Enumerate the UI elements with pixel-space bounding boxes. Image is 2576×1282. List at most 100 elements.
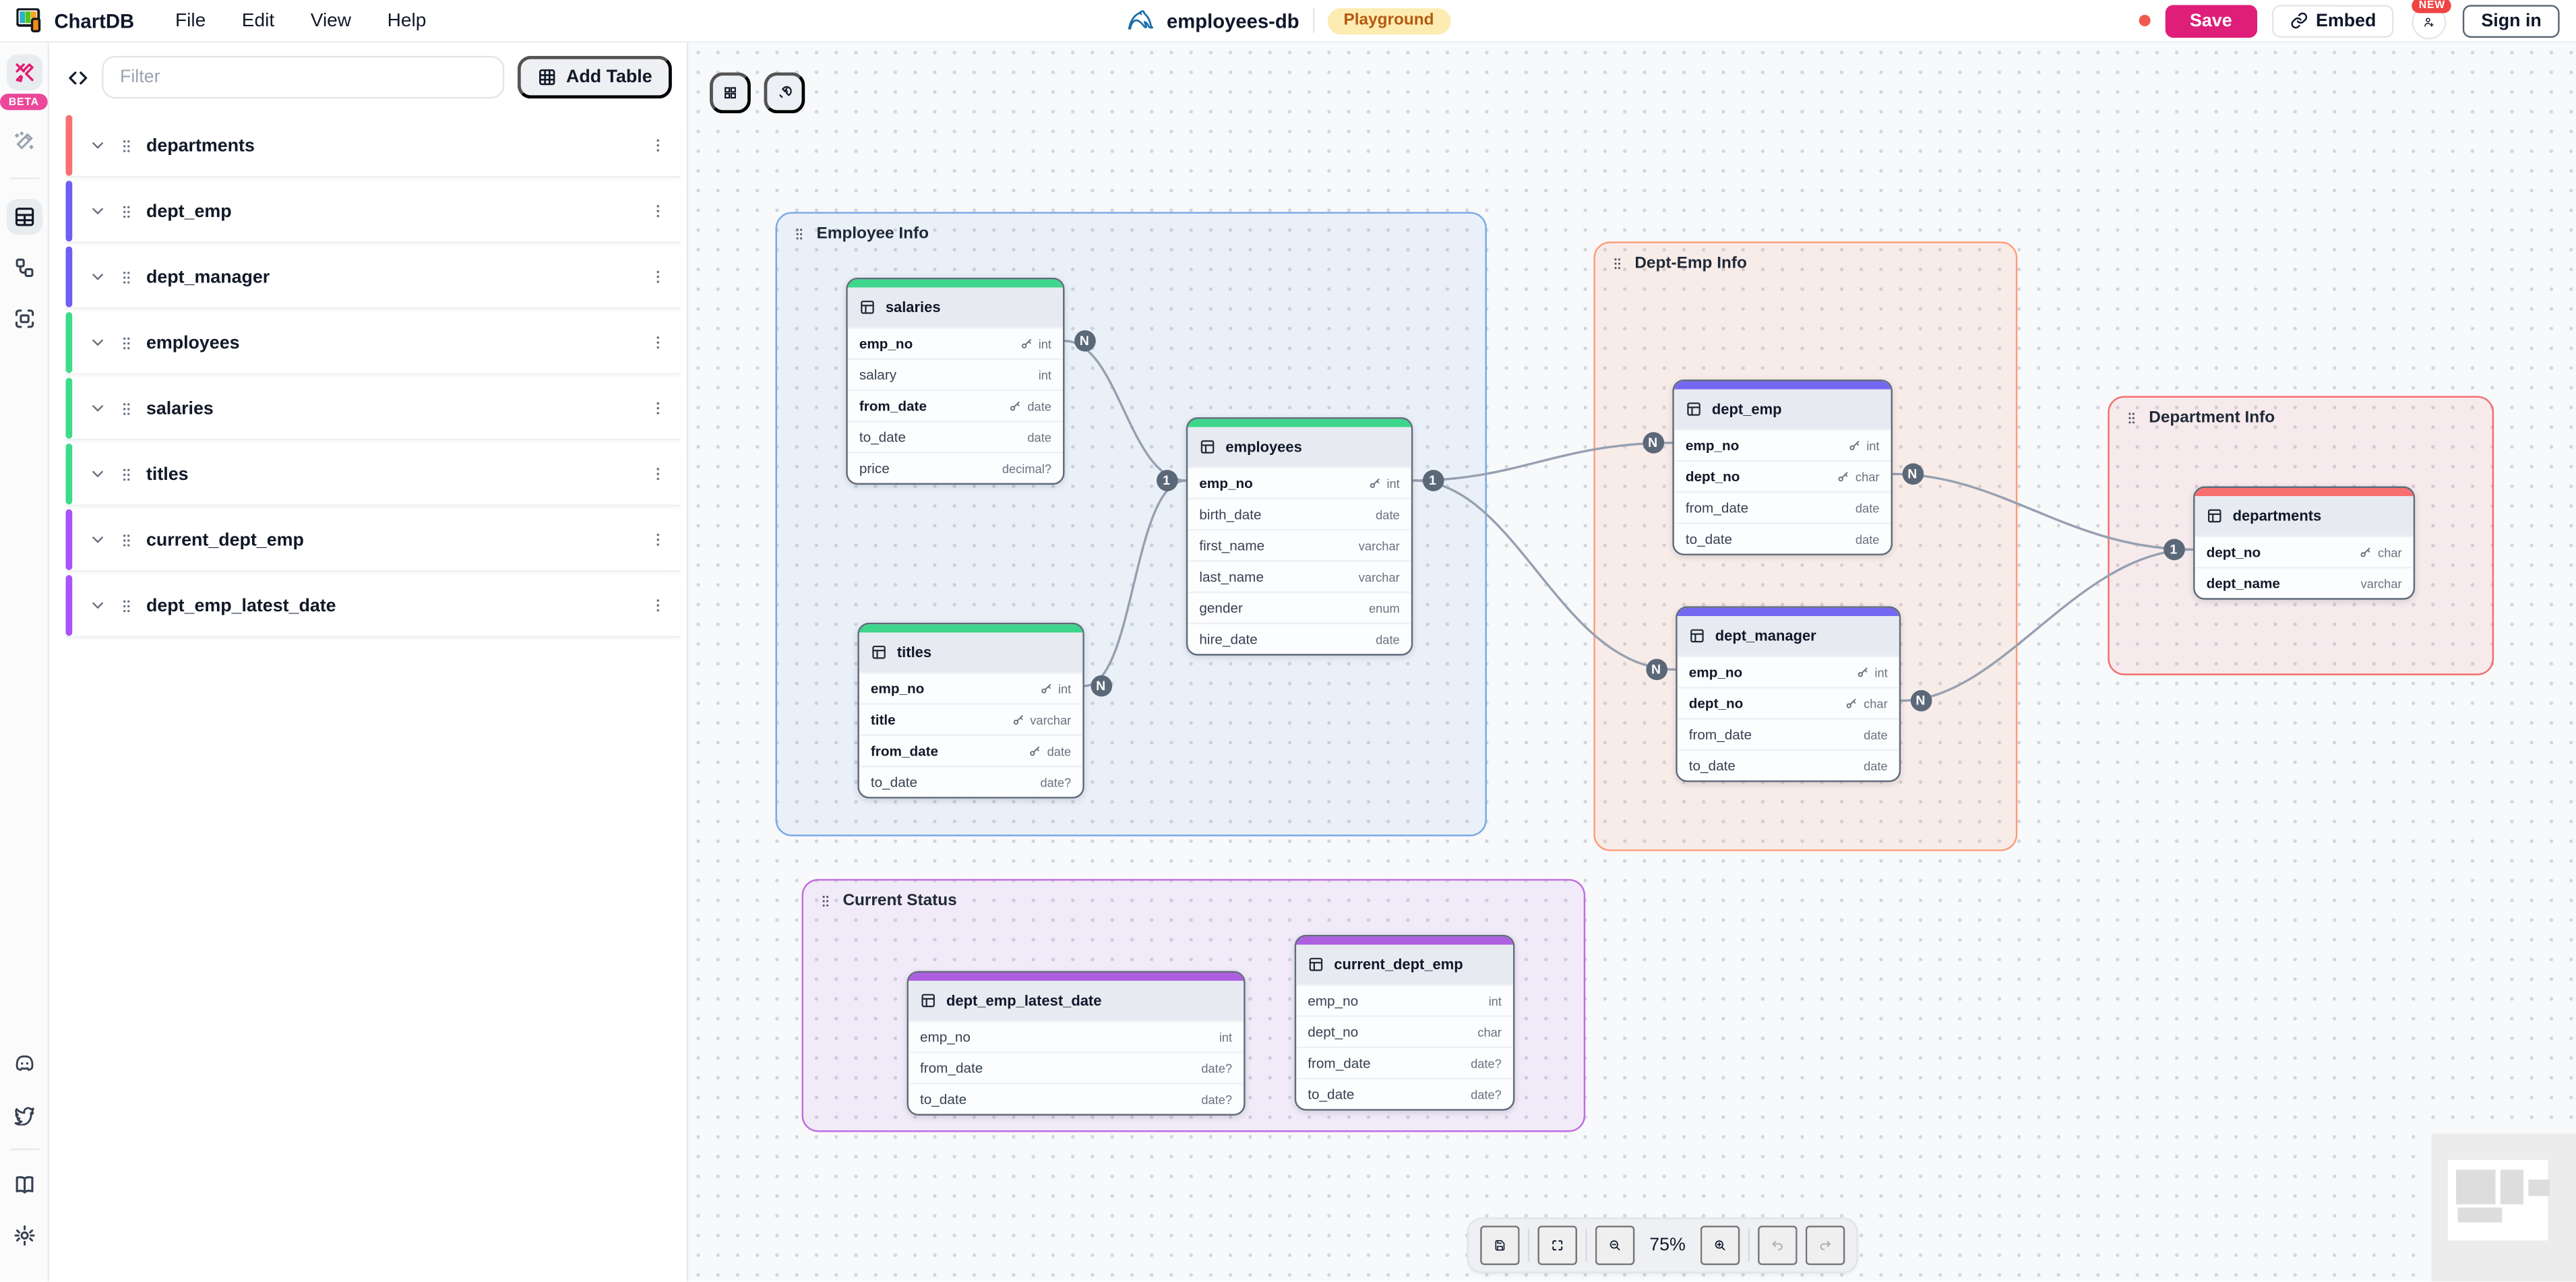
- table-menu-button[interactable]: [646, 199, 671, 224]
- snap-magnet-button[interactable]: [764, 72, 805, 114]
- drag-handle-icon[interactable]: [119, 334, 135, 350]
- save-diagram-button[interactable]: [1480, 1225, 1520, 1265]
- table-menu-button[interactable]: [646, 527, 671, 552]
- table-header[interactable]: salaries: [847, 287, 1064, 328]
- table-menu-button[interactable]: [646, 133, 671, 158]
- discord-icon[interactable]: [6, 1045, 42, 1081]
- drag-handle-icon[interactable]: [2124, 410, 2139, 425]
- sidebar-item-salaries[interactable]: salaries: [65, 377, 681, 441]
- side-icon-rail: BETA: [0, 42, 50, 1282]
- area-header[interactable]: Department Info: [2110, 398, 2492, 439]
- areas-panel-icon[interactable]: [6, 301, 42, 337]
- table-header[interactable]: dept_manager: [1677, 616, 1899, 656]
- settings-gear-icon[interactable]: [6, 1217, 42, 1254]
- reorder-tables-button[interactable]: [710, 72, 751, 114]
- chevron-down-icon[interactable]: [89, 202, 107, 220]
- drag-handle-icon[interactable]: [792, 226, 807, 241]
- magic-wand-icon[interactable]: [6, 123, 42, 160]
- sidebar-item-dept_emp_latest_date[interactable]: dept_emp_latest_date: [65, 575, 681, 638]
- table-menu-button[interactable]: [646, 593, 671, 618]
- redo-button[interactable]: [1805, 1225, 1845, 1265]
- chevron-down-icon[interactable]: [89, 136, 107, 154]
- drag-handle-icon[interactable]: [119, 466, 135, 482]
- drag-handle-icon[interactable]: [119, 597, 135, 613]
- field-name: from_date: [870, 742, 939, 760]
- menu-view[interactable]: View: [310, 10, 352, 31]
- table-header[interactable]: employees: [1188, 427, 1411, 467]
- menu-help[interactable]: Help: [387, 10, 427, 31]
- sidebar-item-dept_manager[interactable]: dept_manager: [65, 246, 681, 309]
- chevron-down-icon[interactable]: [89, 597, 107, 615]
- minimap[interactable]: [2431, 1133, 2576, 1282]
- drag-handle-icon[interactable]: [119, 203, 135, 219]
- zoom-level[interactable]: 75%: [1649, 1235, 1686, 1256]
- field-type: char: [1477, 1024, 1502, 1039]
- cardinality-badge: N: [1073, 330, 1095, 352]
- twitter-icon[interactable]: [6, 1096, 42, 1132]
- zoom-out-button[interactable]: [1595, 1225, 1635, 1265]
- sidebar-item-titles[interactable]: titles: [65, 444, 681, 506]
- sidebar-item-employees[interactable]: employees: [65, 312, 681, 375]
- docs-book-icon[interactable]: [6, 1167, 42, 1203]
- drag-handle-icon[interactable]: [1610, 256, 1625, 271]
- chevron-down-icon[interactable]: [89, 334, 107, 352]
- table-menu-button[interactable]: [646, 330, 671, 355]
- magnet-icon: [779, 86, 792, 98]
- sidebar-item-current_dept_emp[interactable]: current_dept_emp: [65, 509, 681, 572]
- drag-handle-icon[interactable]: [119, 532, 135, 548]
- chevron-down-icon[interactable]: [89, 465, 107, 483]
- table-menu-button[interactable]: [646, 264, 671, 289]
- area-header[interactable]: Employee Info: [777, 214, 1485, 255]
- area-header[interactable]: Current Status: [803, 881, 1584, 922]
- table-menu-button[interactable]: [646, 462, 671, 487]
- drag-handle-icon[interactable]: [119, 400, 135, 417]
- drag-handle-icon[interactable]: [119, 138, 135, 154]
- field-type: date?: [1201, 1060, 1233, 1076]
- save-button[interactable]: Save: [2165, 4, 2257, 37]
- chevron-down-icon[interactable]: [89, 399, 107, 417]
- add-table-button[interactable]: Add Table: [516, 55, 672, 99]
- diagram-edit-icon[interactable]: [5, 54, 42, 91]
- zoom-in-button[interactable]: [1700, 1225, 1740, 1265]
- diagram-title-group: employees-db Playground: [1126, 0, 1450, 41]
- menu-file[interactable]: File: [175, 10, 206, 31]
- relationships-panel-icon[interactable]: [6, 250, 42, 286]
- fit-view-button[interactable]: [1537, 1225, 1577, 1265]
- chevron-down-icon[interactable]: [89, 530, 107, 549]
- sidebar-item-departments[interactable]: departments: [65, 115, 681, 178]
- table-header[interactable]: current_dept_emp: [1296, 944, 1513, 985]
- tables-panel-icon[interactable]: [5, 198, 42, 235]
- diagram-name[interactable]: employees-db: [1166, 9, 1299, 32]
- diagram-canvas[interactable]: 75% Employee Inf: [688, 42, 2576, 1282]
- table-header[interactable]: departments: [2195, 496, 2414, 536]
- table-header[interactable]: dept_emp: [1674, 389, 1891, 429]
- sidebar-table-name: titles: [146, 464, 189, 484]
- field-name: emp_no: [1199, 475, 1253, 491]
- sidebar-item-dept_emp[interactable]: dept_emp: [65, 181, 681, 243]
- table-name: salaries: [885, 299, 941, 315]
- app-brand[interactable]: ChartDB: [16, 8, 134, 33]
- menu-edit[interactable]: Edit: [241, 10, 275, 31]
- embed-button[interactable]: Embed: [2271, 4, 2395, 37]
- area-label: Dept-Emp Info: [1634, 254, 1747, 273]
- code-view-icon[interactable]: [67, 67, 89, 88]
- drag-handle-icon[interactable]: [818, 894, 833, 909]
- table-header[interactable]: dept_emp_latest_date: [908, 981, 1244, 1020]
- undo-button[interactable]: [1758, 1225, 1798, 1265]
- table-header[interactable]: titles: [859, 632, 1083, 672]
- table-menu-button[interactable]: [646, 396, 671, 421]
- drag-handle-icon[interactable]: [119, 269, 135, 285]
- sign-in-button[interactable]: Sign in: [2463, 4, 2560, 37]
- filter-input[interactable]: [102, 55, 504, 99]
- area-header[interactable]: Dept-Emp Info: [1595, 243, 2016, 284]
- chevron-down-icon[interactable]: [89, 268, 107, 286]
